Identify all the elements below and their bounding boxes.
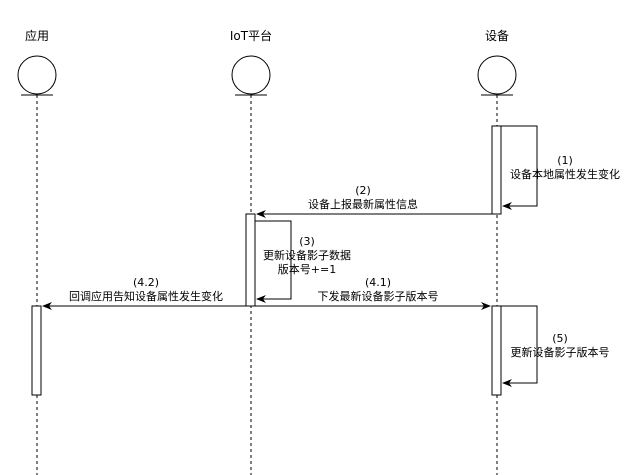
arrow-m1 xyxy=(501,125,538,210)
arrow-m3 xyxy=(255,220,292,303)
label-m3-text: 更新设备影子数据 xyxy=(263,248,351,262)
activation-device-1 xyxy=(491,125,502,215)
label-m2-text: 设备上报最新属性信息 xyxy=(308,197,418,211)
participant-label-app: 应用 xyxy=(25,28,49,43)
label-m42-num: (4.2) xyxy=(133,276,159,289)
participant-icon-device xyxy=(477,55,517,96)
label-m1-text: 设备本地属性发生变化 xyxy=(510,167,620,181)
label-m5-num: (5) xyxy=(552,332,568,345)
activation-device-2 xyxy=(491,305,502,396)
label-m3-num: (3) xyxy=(299,235,315,248)
participant-label-iot: IoT平台 xyxy=(230,28,272,43)
label-m1-num: (1) xyxy=(557,154,573,167)
participant-label-device: 设备 xyxy=(485,29,509,43)
label-m41-num: (4.1) xyxy=(365,276,391,289)
label-m41-text: 下发最新设备影子版本号 xyxy=(318,289,439,303)
label-m3-version: 版本号+=1 xyxy=(278,262,336,276)
participant-icon-iot xyxy=(231,55,271,96)
label-m5-text: 更新设备影子版本号 xyxy=(511,345,610,359)
label-m2-num: (2) xyxy=(355,184,371,197)
participant-icon-app xyxy=(17,55,57,96)
activation-app xyxy=(31,305,42,396)
arrow-m5 xyxy=(501,305,538,387)
label-m42-text: 回调应用告知设备属性发生变化 xyxy=(69,289,223,303)
activation-iot xyxy=(245,213,256,307)
